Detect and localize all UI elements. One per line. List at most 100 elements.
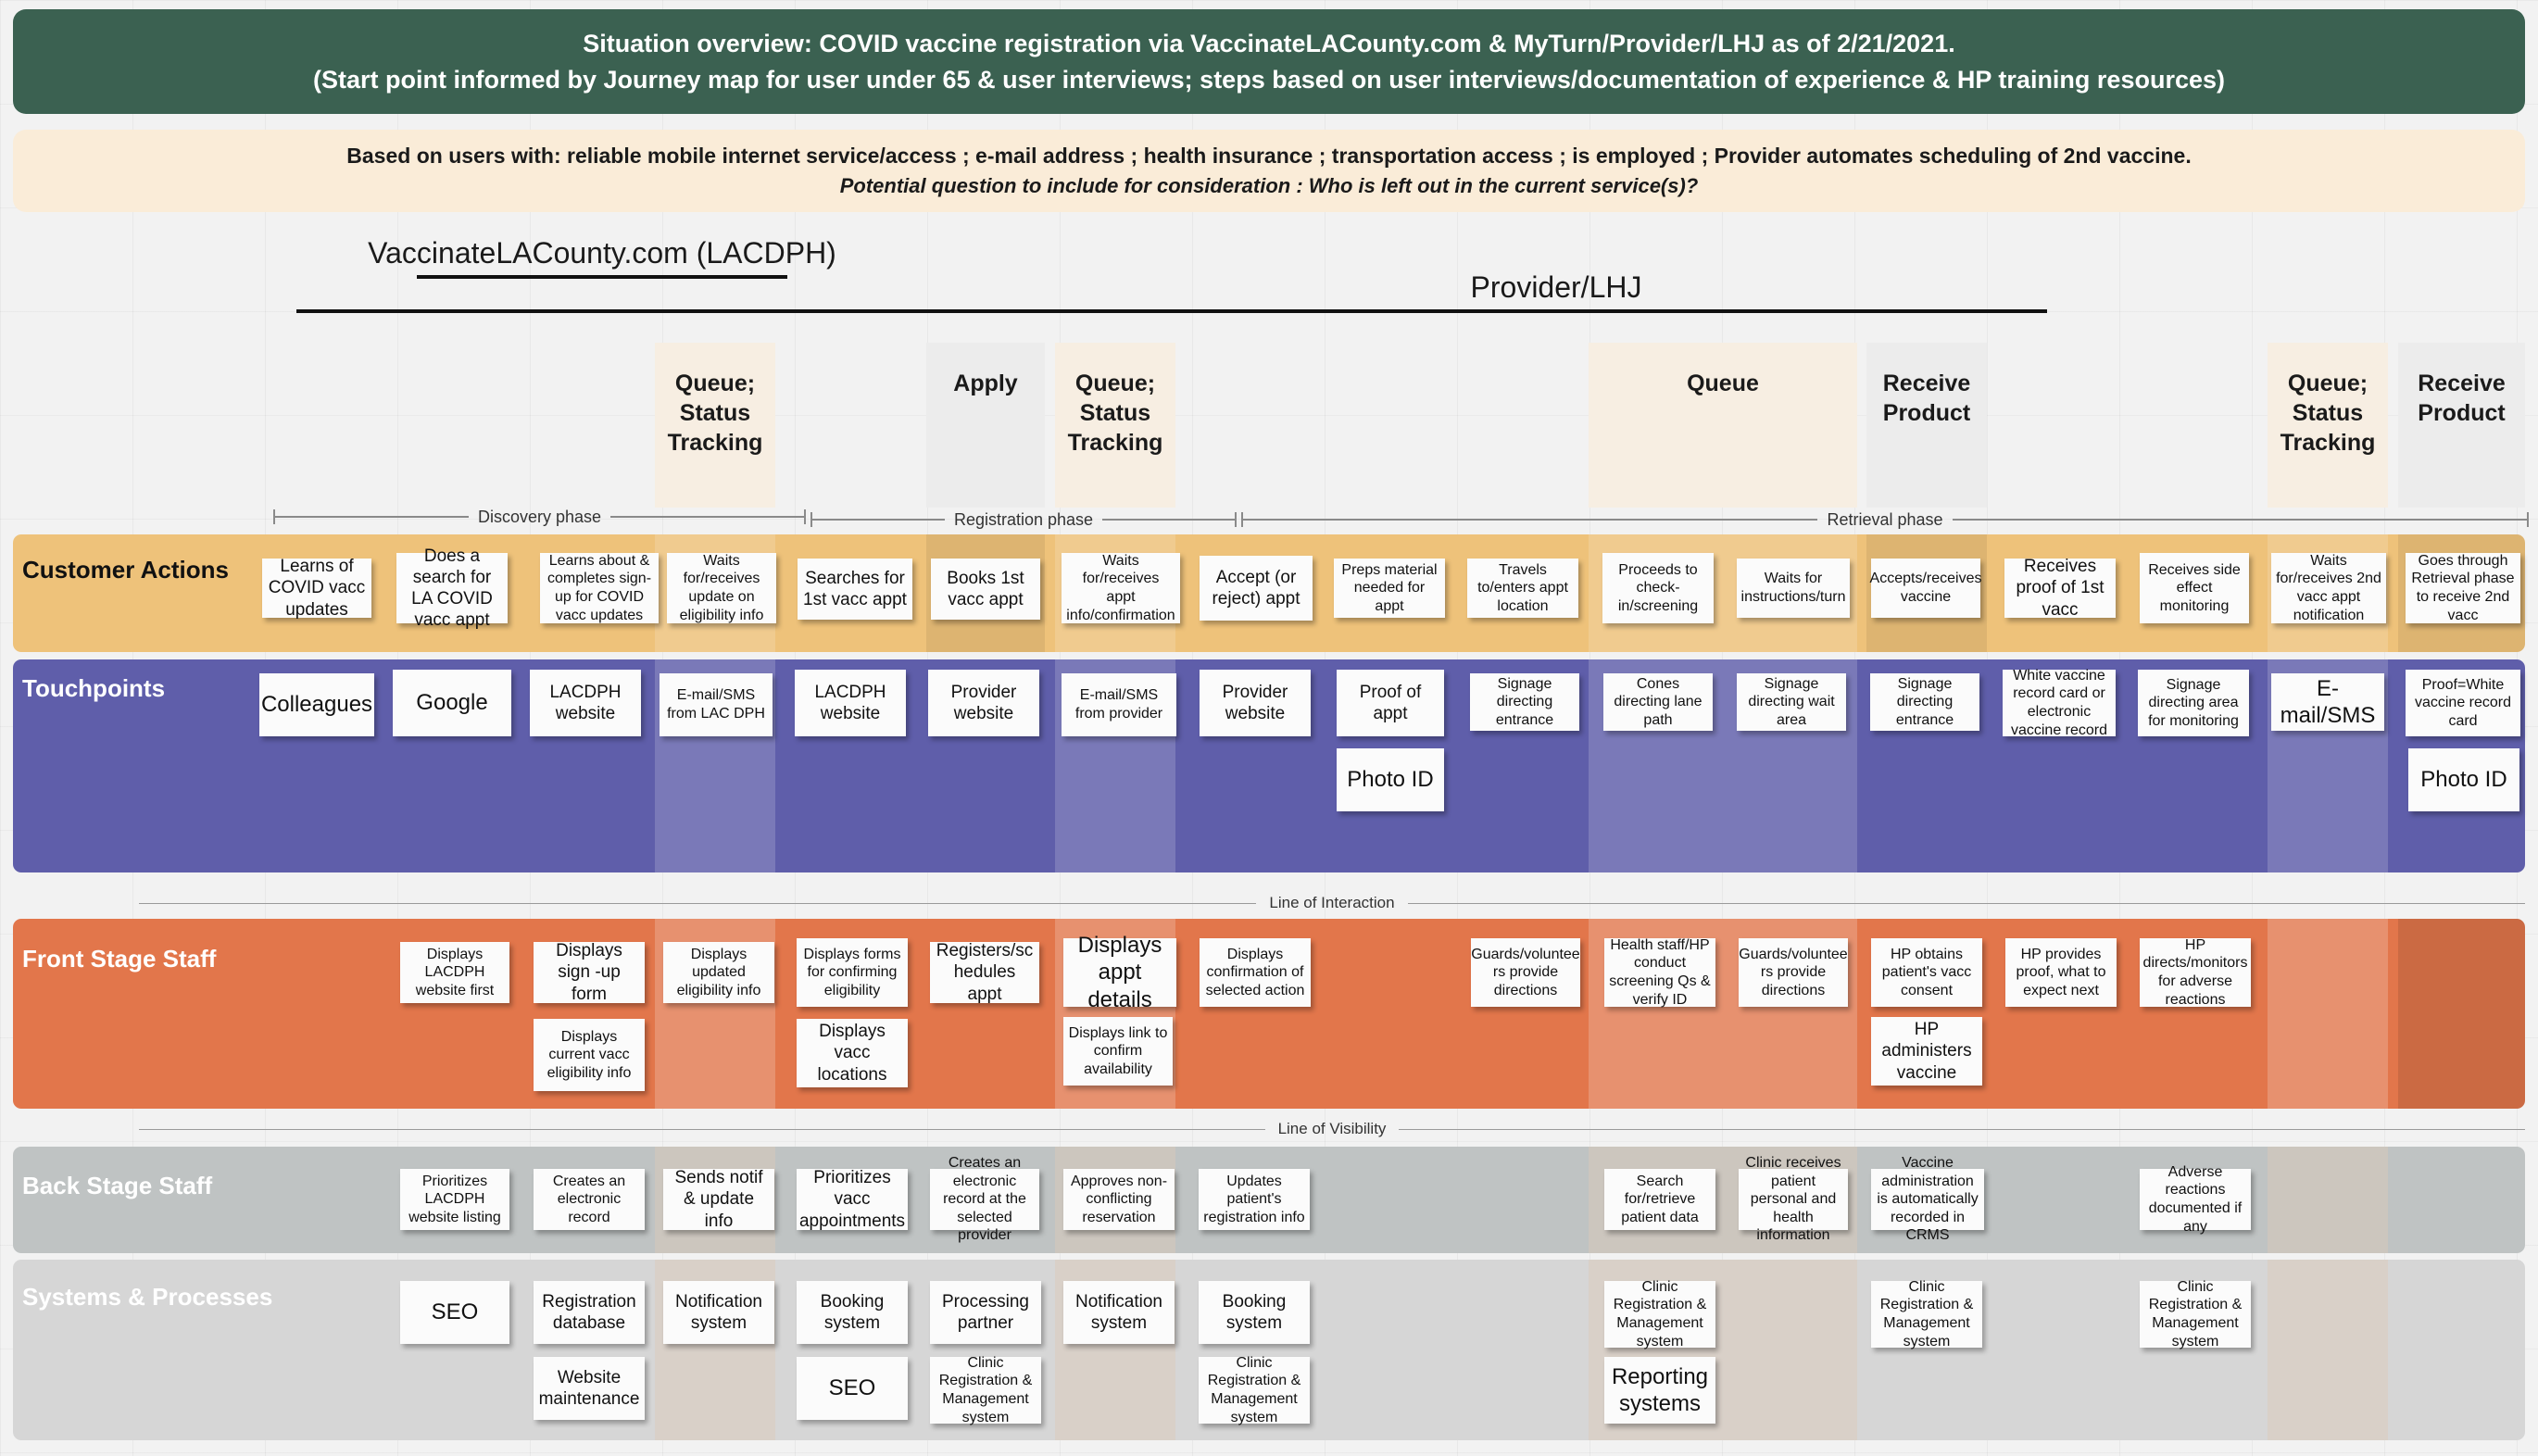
card-front-stage[interactable]: Displays updated eligibility info — [663, 942, 774, 1003]
card-back-stage[interactable]: Prioritizes vacc appointments — [797, 1168, 908, 1231]
card-touchpoint[interactable]: Cones directing lane path — [1603, 673, 1713, 731]
card-touchpoint[interactable]: E-mail/SMS from provider — [1062, 673, 1176, 736]
card-front-stage[interactable]: HP provides proof, what to expect next — [2005, 938, 2117, 1007]
card-customer-action[interactable]: Waits for/receives update on eligibility… — [667, 553, 776, 623]
card-back-stage[interactable]: Clinic receives patient personal and hea… — [1739, 1155, 1848, 1243]
card-touchpoint[interactable]: Signage directing entrance — [1470, 673, 1579, 731]
lane-shade — [2268, 919, 2388, 1109]
card-back-stage[interactable]: Creates an electronic record — [534, 1169, 645, 1230]
card-customer-action[interactable]: Books 1st vacc appt — [931, 559, 1040, 620]
card-back-stage[interactable]: Updates patient's registration info — [1199, 1169, 1310, 1230]
card-customer-action[interactable]: Learns about & completes sign-up for COV… — [540, 553, 659, 623]
stage-shade-7 — [2398, 343, 2525, 508]
lane-label-customer-actions: Customer Actions — [22, 556, 229, 584]
card-touchpoint[interactable]: Signage directing wait area — [1737, 673, 1846, 731]
card-back-stage[interactable]: Adverse reactions documented if any — [2140, 1164, 2251, 1235]
card-front-stage[interactable]: Displays current vacc eligibility info — [534, 1019, 645, 1091]
card-back-stage[interactable]: Approves non-conflicting reservation — [1063, 1169, 1175, 1230]
card-customer-action[interactable]: Accept (or reject) appt — [1200, 556, 1313, 621]
card-front-stage[interactable]: Displays vacc locations — [797, 1019, 908, 1087]
card-customer-action[interactable]: Goes through Retrieval phase to receive … — [2406, 553, 2520, 623]
card-back-stage[interactable]: Prioritizes LACDPH website listing — [400, 1169, 509, 1230]
stage-shade-4 — [1589, 343, 1857, 508]
card-touchpoint[interactable]: Signage directing area for monitoring — [2138, 670, 2249, 736]
card-front-stage[interactable]: Guards/voluntee rs provide directions — [1471, 938, 1580, 1007]
card-customer-action[interactable]: Waits for instructions/turn — [1737, 559, 1850, 618]
card-system[interactable]: Notification system — [663, 1281, 774, 1344]
card-back-stage[interactable]: Vaccine administration is automatically … — [1871, 1155, 1984, 1243]
card-front-stage[interactable]: Displays confirmation of selected action — [1200, 938, 1311, 1007]
card-customer-action[interactable]: Accepts/receives vaccine — [1870, 559, 1981, 618]
card-customer-action[interactable]: Does a search for LA COVID vacc appt — [396, 546, 508, 630]
card-back-stage[interactable]: Sends notif & update info — [663, 1168, 774, 1231]
card-system[interactable]: Processing partner — [930, 1281, 1041, 1344]
card-customer-action[interactable]: Learns of COVID vacc updates — [262, 557, 371, 620]
phase-cap-left — [273, 509, 275, 524]
card-touchpoint[interactable]: Proof=White vaccine record card — [2406, 670, 2520, 736]
card-touchpoint[interactable]: Provider website — [928, 670, 1039, 736]
card-customer-action[interactable]: Receives side effect monitoring — [2140, 553, 2249, 623]
card-front-stage[interactable]: Displays forms for confirming eligibilit… — [797, 938, 908, 1007]
card-touchpoint[interactable]: Provider website — [1200, 670, 1311, 736]
channel-heading-lacdph: VaccinateLACounty.com (LACDPH) — [278, 236, 926, 279]
card-system[interactable]: Clinic Registration & Management system — [930, 1355, 1041, 1425]
card-touchpoint[interactable]: Photo ID — [1337, 748, 1444, 811]
card-front-stage[interactable]: Guards/voluntee rs provide directions — [1739, 938, 1848, 1007]
card-customer-action[interactable]: Preps material needed for appt — [1334, 559, 1445, 618]
card-touchpoint[interactable]: E-mail/SMS from LAC DPH — [660, 673, 773, 736]
card-system[interactable]: Clinic Registration & Management system — [1199, 1355, 1310, 1425]
card-front-stage[interactable]: HP directs/monitors for adverse reaction… — [2140, 937, 2251, 1008]
card-customer-action[interactable]: Searches for 1st vacc appt — [798, 559, 912, 620]
card-system[interactable]: Registration database — [534, 1281, 645, 1344]
divider-bar-left — [139, 1128, 1265, 1130]
card-back-stage[interactable]: Creates an electronic record at the sele… — [930, 1155, 1039, 1243]
card-system[interactable]: Clinic Registration & Management system — [1871, 1279, 1982, 1349]
stage-label-queue-status-3: Queue; Status Tracking — [2280, 370, 2376, 456]
lane-shade — [2268, 1147, 2388, 1253]
card-touchpoint[interactable]: Proof of appt — [1337, 670, 1444, 736]
card-system[interactable]: Reporting systems — [1604, 1357, 1715, 1424]
card-touchpoint[interactable]: LACDPH website — [530, 670, 641, 736]
stage-label-queue-status-1: Queue; Status Tracking — [667, 370, 763, 456]
card-touchpoint[interactable]: White vaccine record card or electronic … — [2003, 668, 2116, 738]
lane-label-back-stage: Back Stage Staff — [22, 1172, 213, 1199]
card-system[interactable]: Booking system — [797, 1281, 908, 1344]
phase-bar-right — [610, 516, 804, 518]
card-system[interactable]: Clinic Registration & Management system — [2140, 1279, 2251, 1349]
card-front-stage[interactable]: Displays LACDPH website first — [400, 942, 509, 1003]
card-front-stage[interactable]: Registers/sc hedules appt — [930, 941, 1039, 1004]
card-touchpoint[interactable]: Google — [393, 670, 511, 736]
card-front-stage[interactable]: Displays link to confirm availability — [1063, 1017, 1173, 1086]
card-customer-action[interactable]: Receives proof of 1st vacc — [2004, 557, 2116, 620]
card-front-stage[interactable]: HP administers vaccine — [1871, 1017, 1982, 1086]
lane-label-front-stage: Front Stage Staff — [22, 945, 217, 973]
card-system[interactable]: Notification system — [1063, 1281, 1175, 1344]
phase-cap-right — [2527, 512, 2530, 527]
title-banner: Situation overview: COVID vaccine regist… — [13, 9, 2525, 114]
card-customer-action[interactable]: Waits for/receives 2nd vacc appt notific… — [2271, 553, 2386, 623]
card-touchpoint[interactable]: E-mail/SMS — [2271, 673, 2384, 731]
card-system[interactable]: Clinic Registration & Management system — [1604, 1279, 1715, 1349]
lane-shade — [2268, 1260, 2388, 1440]
card-customer-action[interactable]: Travels to/enters appt location — [1467, 559, 1578, 618]
card-front-stage[interactable]: Displays appt details — [1063, 933, 1176, 1012]
card-system[interactable]: SEO — [400, 1281, 509, 1344]
card-front-stage[interactable]: HP obtains patient's vacc consent — [1871, 938, 1982, 1007]
card-touchpoint[interactable]: LACDPH website — [795, 670, 906, 736]
divider-bar-right — [1407, 902, 2525, 904]
card-customer-action[interactable]: Proceeds to check-in/screening — [1602, 553, 1714, 623]
stage-shade-2 — [926, 343, 1045, 508]
card-back-stage[interactable]: Search for/retrieve patient data — [1604, 1169, 1715, 1230]
card-front-stage[interactable]: Health staff/HP conduct screening Qs & v… — [1604, 937, 1715, 1008]
card-system[interactable]: Booking system — [1199, 1281, 1310, 1344]
phase-label-registration: Registration phase — [953, 509, 1094, 529]
assumptions-banner: Based on users with: reliable mobile int… — [13, 130, 2525, 212]
card-touchpoint[interactable]: Photo ID — [2408, 748, 2519, 811]
card-system[interactable]: SEO — [797, 1357, 908, 1420]
card-touchpoint[interactable]: Colleagues — [259, 673, 374, 736]
card-customer-action[interactable]: Waits for/receives appt info/confirmatio… — [1062, 553, 1180, 623]
card-system[interactable]: Website maintenance — [534, 1357, 645, 1420]
card-front-stage[interactable]: Displays sign -up form — [534, 941, 645, 1004]
stage-label-apply: Apply — [953, 370, 1018, 396]
card-touchpoint[interactable]: Signage directing entrance — [1870, 673, 1979, 731]
